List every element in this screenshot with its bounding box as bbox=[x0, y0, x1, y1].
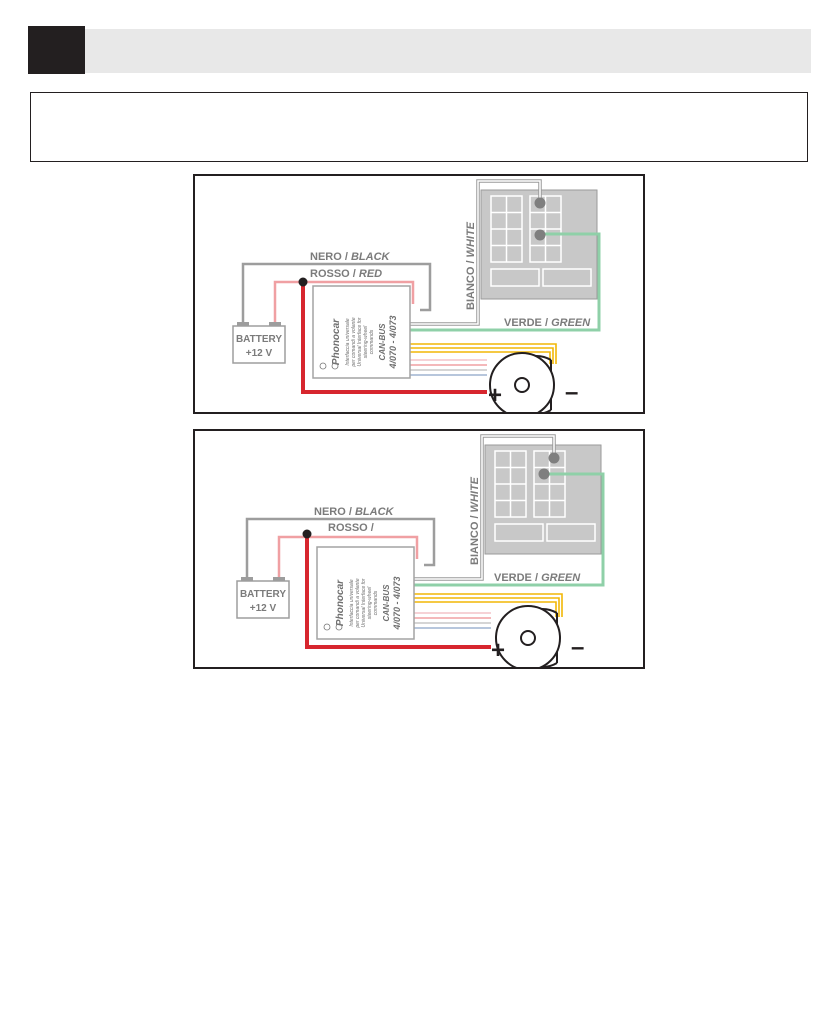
section-header-bar bbox=[85, 29, 811, 73]
module-desc-line-4: steering-wheel bbox=[363, 325, 369, 358]
interface-module: Phonocar Interfaccia universale per coma… bbox=[312, 285, 411, 379]
black-wire-label: NERO / BLACK bbox=[310, 251, 391, 263]
white-wire-core bbox=[414, 435, 555, 580]
connector-pin-white bbox=[548, 452, 560, 464]
connector-pin-white bbox=[534, 197, 546, 209]
speaker bbox=[489, 352, 555, 412]
battery-title: BATTERY bbox=[236, 334, 282, 345]
module-bus-label: CAN-BUS bbox=[378, 323, 387, 361]
module-led-a bbox=[319, 362, 327, 370]
speaker bbox=[495, 605, 561, 667]
red-wire-label: ROSSO / bbox=[328, 522, 374, 534]
vehicle-connector bbox=[484, 444, 602, 555]
battery-voltage: +12 V bbox=[246, 348, 273, 359]
connector-pin-grid-right bbox=[529, 195, 562, 263]
red-wire-thick bbox=[301, 282, 487, 394]
yellow-wire-b bbox=[414, 597, 560, 617]
module-brand: Phonocar bbox=[335, 579, 346, 626]
yellow-wire-a bbox=[410, 343, 557, 364]
connector-pin-green bbox=[538, 468, 550, 480]
battery: BATTERY +12 V bbox=[236, 577, 290, 619]
green-wire bbox=[410, 232, 601, 332]
white-wire-core bbox=[410, 180, 541, 325]
speaker-minus-sign: – bbox=[571, 634, 584, 661]
speaker-plus-sign: + bbox=[491, 637, 505, 664]
module-bus-label: CAN-BUS bbox=[382, 584, 391, 622]
red-wire-junction bbox=[302, 529, 312, 539]
white-wire-label: BIANCO / WHITE bbox=[465, 221, 477, 310]
section-number-block bbox=[28, 26, 85, 74]
wiring-diagram-svg: Phonocar Interfaccia universale per coma… bbox=[232, 179, 601, 412]
module-brand: Phonocar bbox=[331, 318, 342, 365]
battery-title: BATTERY bbox=[240, 589, 286, 600]
yellow-wire-b bbox=[410, 347, 554, 364]
interface-module: Phonocar Interfaccia universale per coma… bbox=[316, 546, 415, 640]
note-box bbox=[30, 92, 808, 162]
module-led-b bbox=[335, 623, 343, 631]
wiring-diagram-1: Phonocar Interfaccia universale per coma… bbox=[193, 174, 645, 414]
module-desc-line-2: per comandi a volante bbox=[351, 317, 357, 367]
red-wire-label: ROSSO / RED bbox=[310, 268, 382, 280]
module-model-label: 4/070 - 4/073 bbox=[392, 576, 402, 630]
connector-slot-right bbox=[546, 523, 596, 542]
module-desc-line-1: Interfaccia universale bbox=[349, 579, 355, 626]
black-wire bbox=[241, 262, 432, 326]
module-desc-line-5: commands bbox=[369, 329, 375, 354]
module-desc-line-3: Universal Interface for bbox=[361, 578, 367, 627]
red-wire-thin bbox=[273, 280, 415, 326]
black-wire bbox=[245, 517, 436, 581]
connector-pin-grid-right bbox=[533, 450, 566, 518]
red-wire-thin bbox=[277, 535, 419, 581]
connector-slot-right bbox=[542, 268, 592, 287]
module-desc-line-2: per comandi a volante bbox=[355, 578, 361, 628]
green-wire-label: VERDE / GREEN bbox=[504, 317, 591, 329]
battery: BATTERY +12 V bbox=[232, 322, 286, 364]
green-wire-label: VERDE / GREEN bbox=[494, 572, 581, 584]
connector-pin-green bbox=[534, 229, 546, 241]
battery-voltage: +12 V bbox=[250, 603, 277, 614]
connector-slot-left bbox=[494, 523, 544, 542]
module-desc-line-1: Interfaccia universale bbox=[345, 318, 351, 365]
red-wire-junction bbox=[298, 277, 308, 287]
wiring-diagram-2: Phonocar Interfaccia universale per coma… bbox=[193, 429, 645, 669]
module-led-b bbox=[331, 362, 339, 370]
connector-pin-grid-left bbox=[494, 450, 527, 518]
connector-pin-grid-left bbox=[490, 195, 523, 263]
green-wire bbox=[414, 472, 605, 587]
yellow-wire-a bbox=[414, 593, 563, 617]
connector-slot-left bbox=[490, 268, 540, 287]
speaker-plus-sign: + bbox=[488, 382, 502, 409]
wiring-diagram-svg: Phonocar Interfaccia universale per coma… bbox=[236, 434, 605, 667]
module-desc-line-5: commands bbox=[373, 590, 379, 615]
black-wire-label: NERO / BLACK bbox=[314, 506, 395, 518]
module-desc-line-4: steering-wheel bbox=[367, 586, 373, 619]
red-wire-thick bbox=[305, 534, 491, 649]
module-model-label: 4/070 - 4/073 bbox=[388, 315, 398, 369]
module-led-a bbox=[323, 623, 331, 631]
speaker-minus-sign: – bbox=[565, 379, 578, 406]
white-wire-label: BIANCO / WHITE bbox=[469, 476, 481, 565]
module-desc-line-3: Universal Interface for bbox=[357, 317, 363, 366]
